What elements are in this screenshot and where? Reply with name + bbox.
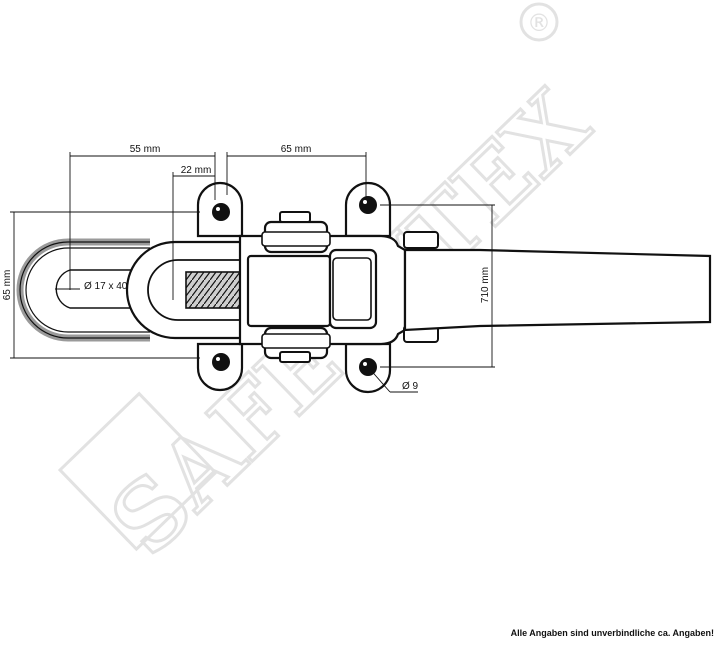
disclaimer-note: Alle Angaben sind unverbindliche ca. Ang…: [510, 628, 714, 638]
registered-mark-icon: [519, 2, 559, 42]
dim-eye: Ø 17 x 40: [84, 281, 128, 292]
watermark-box: [57, 391, 218, 552]
dim-710: 710 mm: [480, 267, 491, 303]
dim-hole: Ø 9: [402, 381, 419, 392]
tow-eye: [16, 238, 150, 342]
threaded-bolt: [185, 271, 243, 309]
registered-mark: ®: [527, 9, 551, 37]
dim-55: 55 mm: [130, 144, 161, 155]
drawbar: [403, 248, 712, 332]
dimension-lines: [10, 152, 495, 393]
mount-hole-icon: [212, 353, 230, 371]
mount-hole-icon: [359, 196, 377, 214]
dim-65-left: 65 mm: [2, 270, 13, 301]
dim-65-top: 65 mm: [281, 144, 312, 155]
dim-22: 22 mm: [181, 165, 212, 176]
coupling-housing: [238, 220, 407, 360]
mount-hole-icon: [212, 203, 230, 221]
